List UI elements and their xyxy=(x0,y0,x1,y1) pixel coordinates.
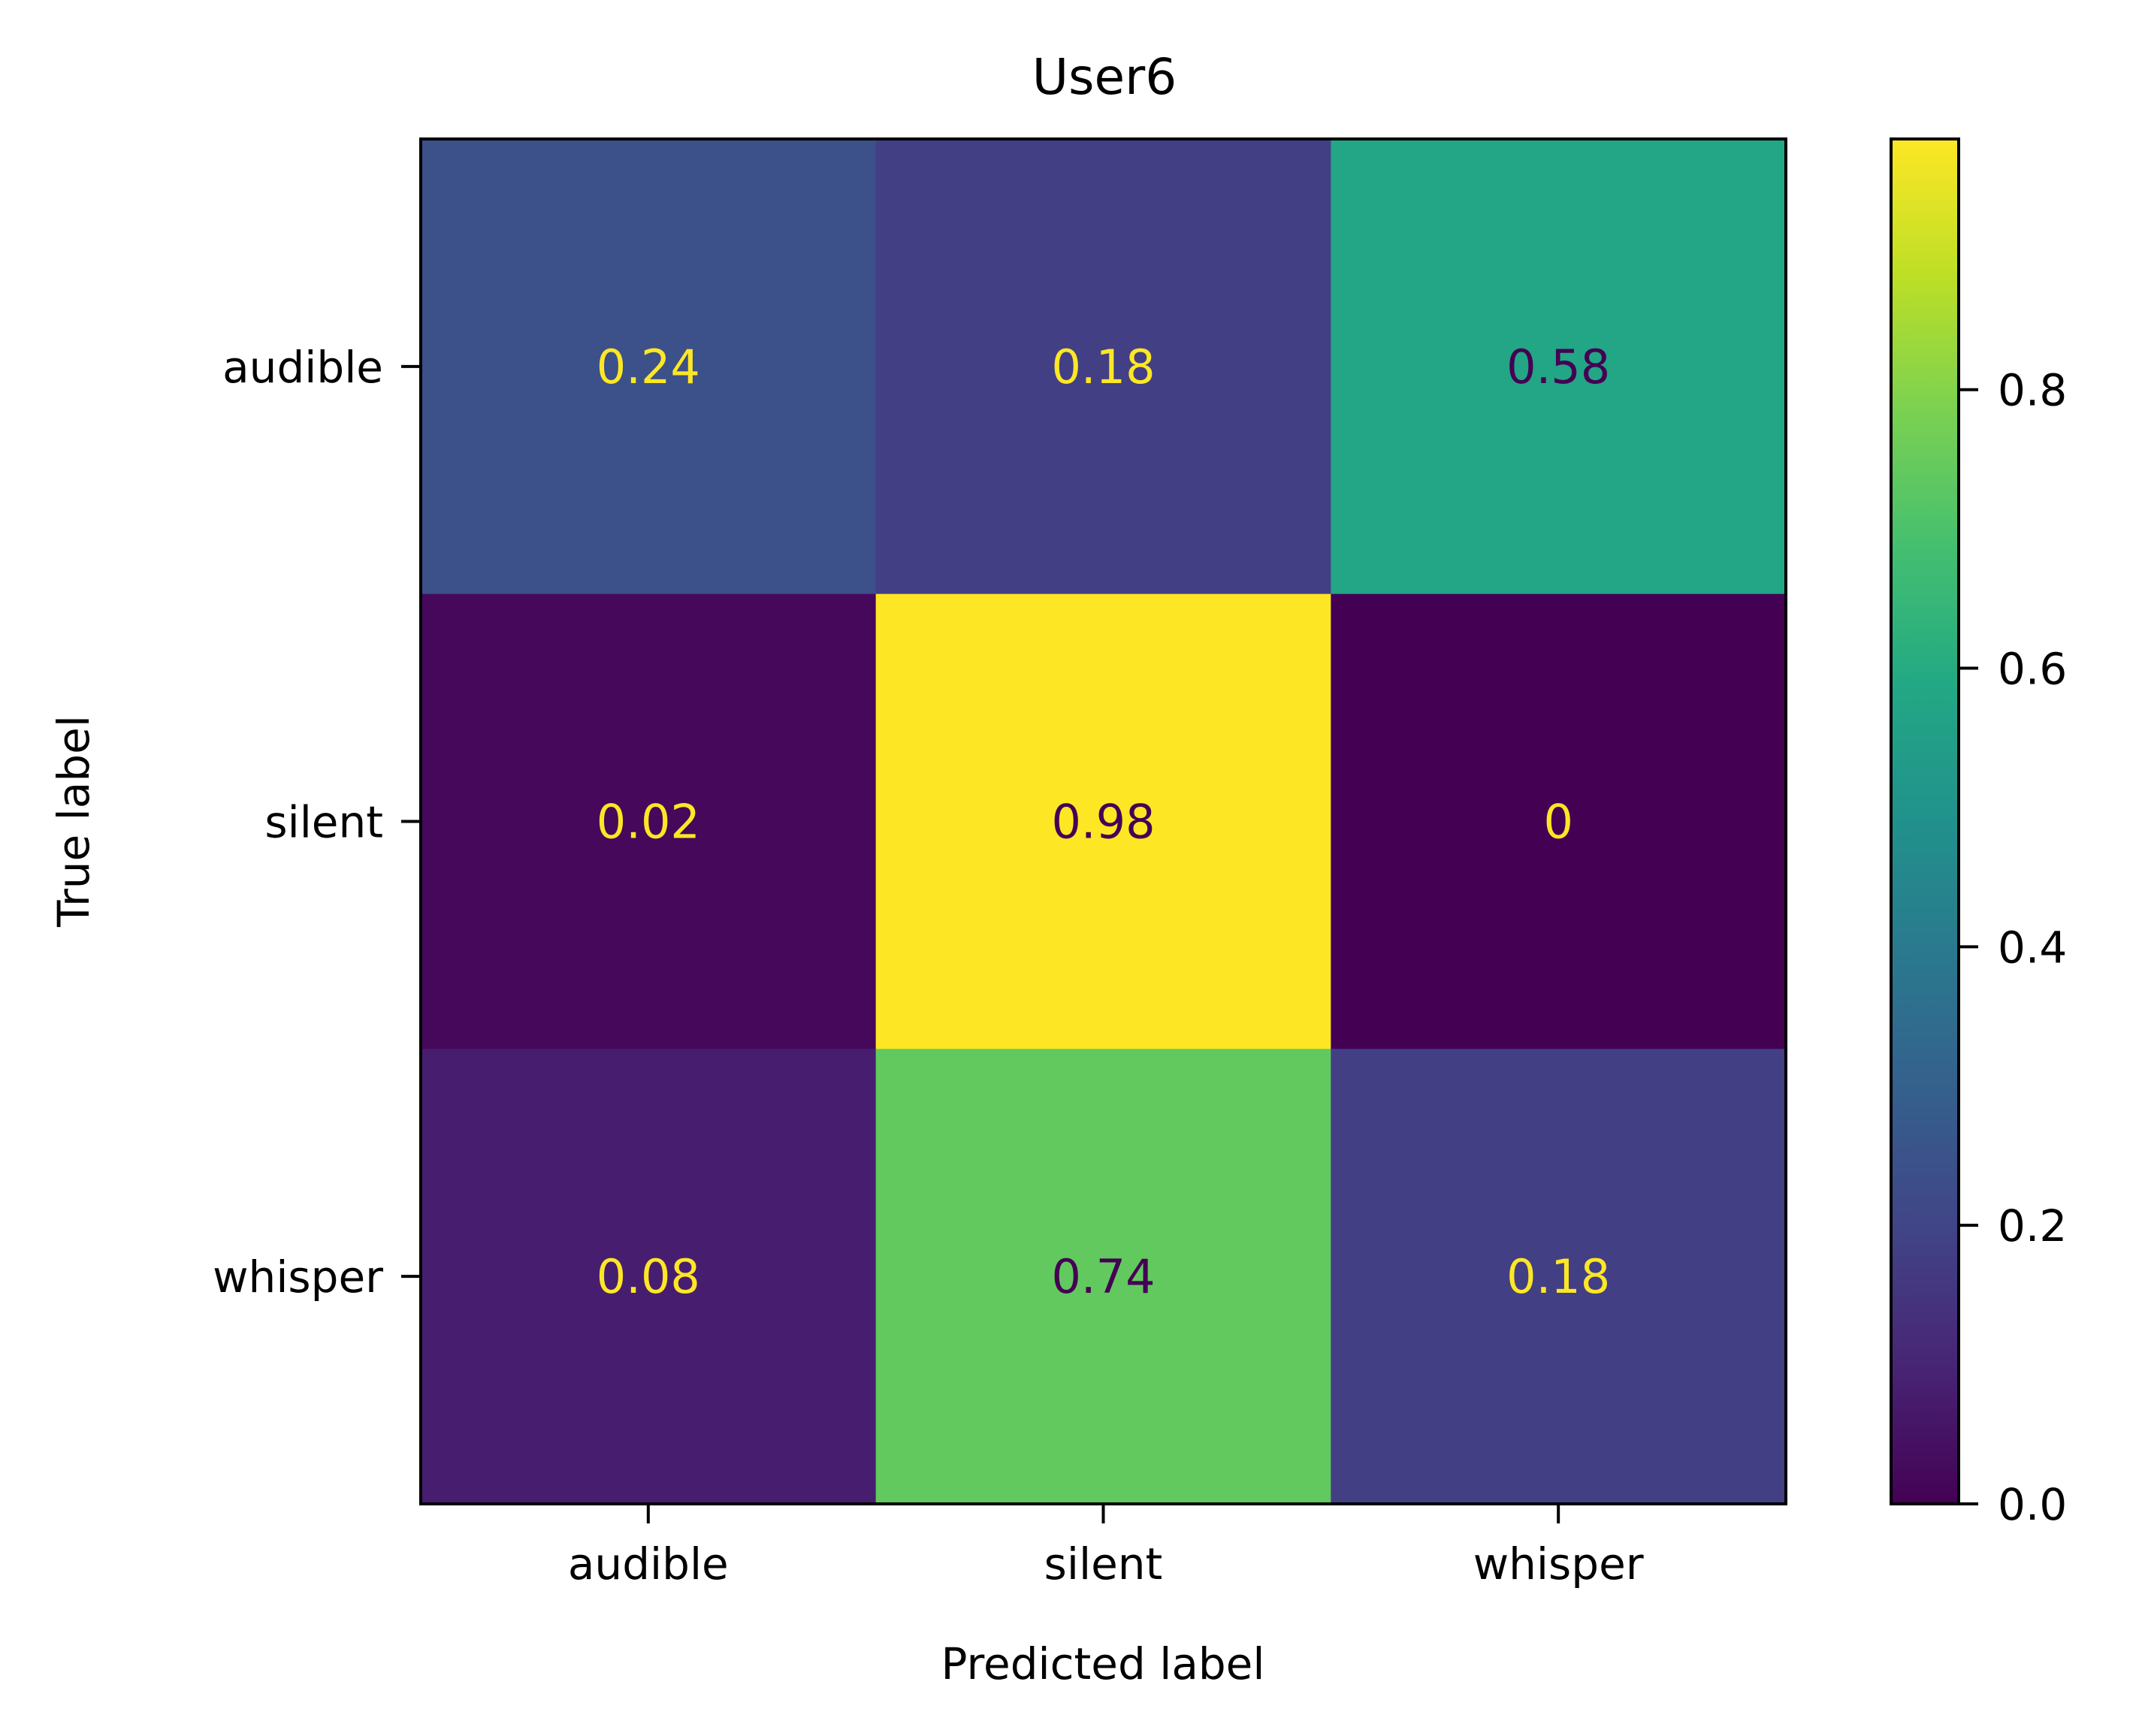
cell-value-label: 0.18 xyxy=(1506,1249,1610,1304)
heatmap-cell xyxy=(421,1049,877,1505)
cell-value-label: 0 xyxy=(1543,795,1573,850)
y-axis: audible silent whisper xyxy=(213,342,421,1303)
heatmap-cells xyxy=(421,139,1787,1505)
cell-value-label: 0.02 xyxy=(597,795,700,850)
colorbar-tick-label: 0.6 xyxy=(1998,644,2067,695)
heatmap-cell xyxy=(421,593,877,1049)
x-axis: audible silent whisper xyxy=(568,1504,1644,1590)
colorbar-tick-label: 0.4 xyxy=(1998,922,2067,973)
x-tick-label: silent xyxy=(1044,1538,1163,1590)
cell-value-label: 0.08 xyxy=(597,1249,700,1304)
cell-value-label: 0.74 xyxy=(1051,1249,1155,1304)
heatmap-cell xyxy=(1331,593,1787,1049)
colorbar-tick-label: 0.0 xyxy=(1998,1479,2067,1530)
cell-value-labels: 0.24 0.18 0.58 0.02 0.98 0 0.08 0.74 0.18 xyxy=(597,340,1610,1304)
x-tick-label: audible xyxy=(568,1538,729,1590)
heatmap-cell xyxy=(421,139,877,595)
colorbar-tick-label: 0.2 xyxy=(1998,1200,2067,1251)
cell-value-label: 0.24 xyxy=(597,340,700,394)
chart-title: User6 xyxy=(1032,48,1177,106)
heatmap-cell xyxy=(1331,1049,1787,1505)
x-axis-label: Predicted label xyxy=(941,1638,1265,1689)
heatmap-cell xyxy=(875,139,1331,595)
colorbar xyxy=(1890,137,1960,1505)
heatmap-cell xyxy=(1331,139,1787,595)
cell-value-label: 0.58 xyxy=(1506,340,1610,394)
x-tick-label: whisper xyxy=(1473,1538,1644,1590)
y-axis-label: True label xyxy=(48,715,99,928)
colorbar-tick-label: 0.8 xyxy=(1998,365,2067,416)
colorbar-ticks: 0.0 0.2 0.4 0.6 0.8 xyxy=(1959,365,2067,1530)
y-tick-label: whisper xyxy=(213,1251,383,1303)
y-tick-label: audible xyxy=(222,342,383,393)
y-tick-label: silent xyxy=(264,797,383,848)
cell-value-label: 0.98 xyxy=(1051,795,1155,850)
heatmap-cell xyxy=(875,1049,1331,1505)
heatmap-cell xyxy=(875,593,1331,1049)
cell-value-label: 0.18 xyxy=(1051,340,1155,394)
